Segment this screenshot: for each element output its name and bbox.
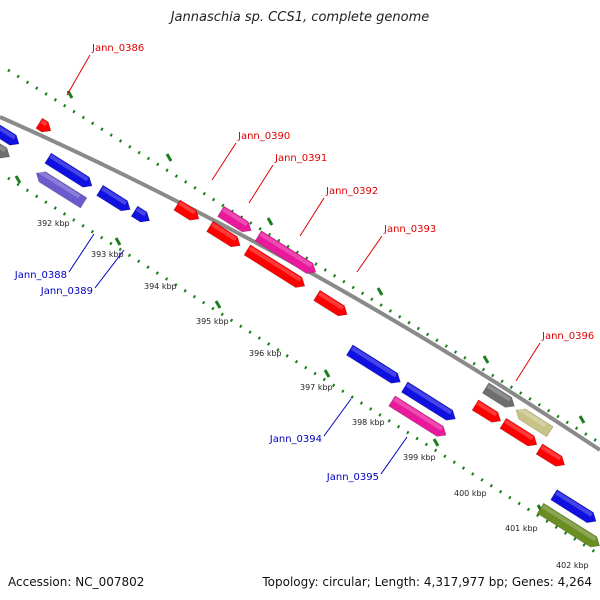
leader-line [66,54,91,96]
gene-feature-arrow[interactable] [550,489,597,524]
inner-grid-line [7,176,600,557]
gene-label[interactable]: Jann_0388 [14,270,67,281]
scale-label: 394 kbp [144,282,177,291]
gene-feature-arrow[interactable] [44,152,93,188]
gene-feature-highlight [540,445,562,461]
gene-labels: Jann_0386Jann_0390Jann_0391Jann_0392Jann… [14,43,594,483]
label-leader-lines [66,54,541,475]
gene-label[interactable]: Jann_0396 [541,331,594,342]
scale-label: 395 kbp [196,317,229,326]
grid-tick [578,415,586,424]
grid-tick [165,153,173,162]
gene-feature-arrow[interactable] [536,502,600,548]
gene-feature-highlight [0,126,16,140]
gene-feature-highlight [248,246,302,282]
genome-summary: Topology: circular; Length: 4,317,977 bp… [262,575,592,589]
leader-line [380,436,408,475]
scale-label: 399 kbp [403,453,436,462]
gene-feature-highlight [37,169,81,199]
grid-tick [14,175,22,184]
leader-line [299,197,325,237]
gene-feature-highlight [135,207,147,217]
grid-tick [214,300,222,309]
scale-label: 397 kbp [300,383,333,392]
scale-label: 400 kbp [454,489,487,498]
gene-feature-arrow[interactable] [0,124,20,146]
gene-feature-highlight [406,383,453,415]
gene-feature-arrow[interactable] [0,142,10,159]
genome-title: Jannaschia sp. CCS1, complete genome [170,10,430,25]
gene-label[interactable]: Jann_0390 [237,131,290,142]
gene-feature-highlight [476,401,498,417]
gene-label[interactable]: Jann_0386 [91,43,144,54]
gene-feature-arrow[interactable] [481,382,515,408]
gene-feature-arrow[interactable] [217,205,252,233]
scale-label: 402 kbp [556,561,589,570]
gene-label[interactable]: Jann_0391 [274,153,327,164]
gene-feature-arrow[interactable] [400,381,456,421]
scale-label: 396 kbp [249,349,282,358]
accession-text: Accession: NC_007802 [8,575,145,589]
gene-feature-highlight [393,397,443,431]
scale-labels: 392 kbp 393 kbp 394 kbp 395 kbp 396 kbp 397 k… [37,219,589,570]
scale-label: 398 kbp [352,418,385,427]
grid-tick [114,237,122,246]
gene-feature-highlight [101,186,127,205]
gene-label[interactable]: Jann_0392 [325,186,378,197]
gene-feature-highlight [211,222,237,241]
gene-feature-highlight [541,504,597,542]
grid-tick [266,217,274,226]
gene-feature-highlight [517,406,547,428]
scale-label: 393 kbp [91,250,124,259]
leader-line [515,342,541,382]
outer-grid-line [7,68,600,445]
gene-feature-arrow[interactable] [96,184,131,212]
gene-label[interactable]: Jann_0389 [40,286,93,297]
gene-feature-highlight [0,144,7,153]
gene-feature-arrow[interactable] [535,443,566,467]
gene-label[interactable]: Jann_0394 [269,434,322,445]
gene-feature-arrow[interactable] [313,289,348,317]
grid-tick [482,355,490,364]
inner-tick-marks [14,175,544,513]
gene-features [0,117,600,548]
gene-feature-highlight [222,207,248,226]
gene-label[interactable]: Jann_0395 [326,472,379,483]
leader-line [323,398,352,437]
gene-feature-highlight [504,419,534,441]
grid-tick [432,438,440,447]
gene-feature-arrow[interactable] [515,408,554,438]
gene-feature-highlight [318,291,344,310]
gene-feature-arrow[interactable] [173,199,200,221]
gene-feature-arrow[interactable] [345,344,401,384]
leader-line [68,233,95,273]
gene-feature-highlight [178,201,196,215]
gene-feature-highlight [259,232,313,268]
gene-label[interactable]: Jann_0393 [383,224,436,235]
scale-label: 392 kbp [37,219,70,228]
grid-tick [376,287,384,296]
gene-feature-highlight [40,119,48,127]
gene-feature-arrow[interactable] [499,417,538,447]
gene-feature-arrow[interactable] [243,244,306,288]
gene-feature-arrow[interactable] [206,220,241,248]
grid-tick [323,369,331,378]
gene-feature-arrow[interactable] [35,171,88,209]
gene-feature-highlight [555,491,593,517]
leader-line [211,142,237,181]
leader-line [356,235,383,273]
gene-feature-arrow[interactable] [35,117,52,133]
gene-feature-arrow[interactable] [471,399,502,423]
leader-line [94,249,125,289]
gene-feature-arrow[interactable] [388,395,447,437]
gene-feature-highlight [351,346,398,378]
gene-feature-highlight [487,384,512,402]
gene-feature-highlight [49,154,89,182]
gene-feature-arrow[interactable] [130,205,150,223]
gene-feature-arrow[interactable] [254,230,317,274]
leader-line [248,164,274,204]
scale-label: 401 kbp [505,524,538,533]
